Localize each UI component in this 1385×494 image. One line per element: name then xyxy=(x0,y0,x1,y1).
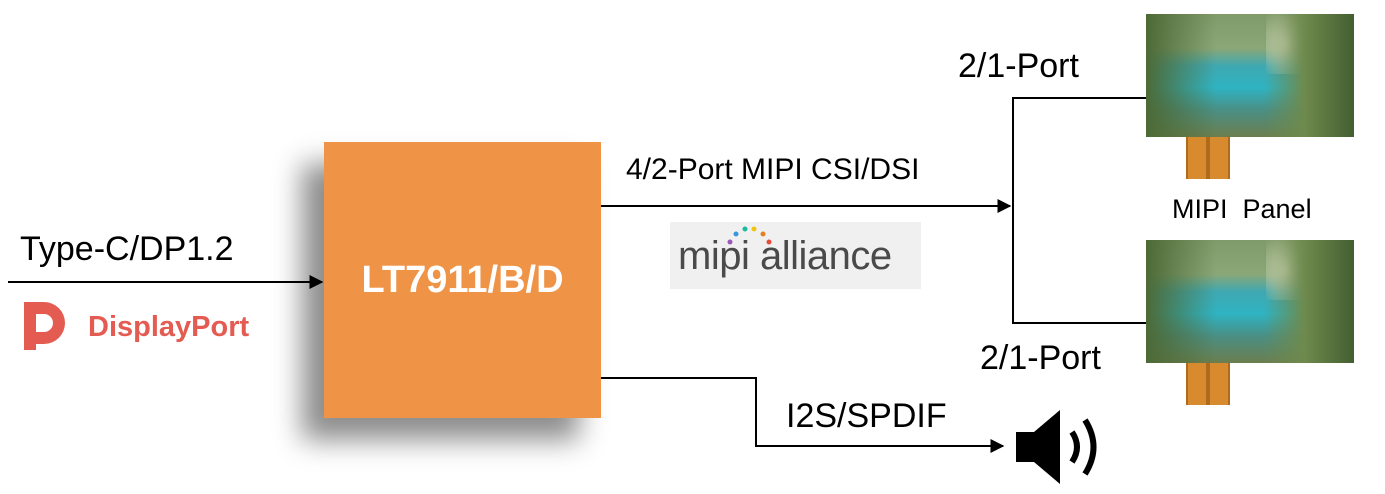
displayport-mark-icon xyxy=(24,302,65,350)
mipi-panel-top xyxy=(1146,14,1354,179)
panel-screen xyxy=(1146,240,1354,363)
chip-label: LT7911/B/D xyxy=(361,258,564,301)
panel-screen xyxy=(1146,14,1354,137)
mipi-logo-text: mipi alliance xyxy=(678,234,892,278)
mipi-alliance-logo: mipi alliance xyxy=(670,222,921,289)
port-top-label: 2/1-Port xyxy=(958,47,1079,85)
panel-flex-cable xyxy=(1186,137,1208,179)
panel-flex-cable xyxy=(1186,363,1208,405)
input-label: Type-C/DP1.2 xyxy=(20,230,234,268)
mipi-link-label: 4/2-Port MIPI CSI/DSI xyxy=(626,153,920,186)
displayport-logo: DisplayPort xyxy=(22,300,268,350)
mipi-panel-bottom xyxy=(1146,240,1354,405)
port-bottom-label: 2/1-Port xyxy=(980,339,1101,377)
audio-label: I2S/SPDIF xyxy=(786,397,947,435)
speaker-icon xyxy=(1016,410,1097,484)
panel-flex-cable xyxy=(1208,363,1230,405)
displayport-logo-text: DisplayPort xyxy=(88,311,250,343)
mipi-dots-icon xyxy=(727,226,772,245)
panel-flex-cable xyxy=(1208,137,1230,179)
chip-block: LT7911/B/D xyxy=(324,142,601,418)
panel-split-wire xyxy=(1012,97,1146,324)
panel-label: MIPI Panel xyxy=(1172,194,1312,224)
audio-arrow xyxy=(601,377,1005,453)
